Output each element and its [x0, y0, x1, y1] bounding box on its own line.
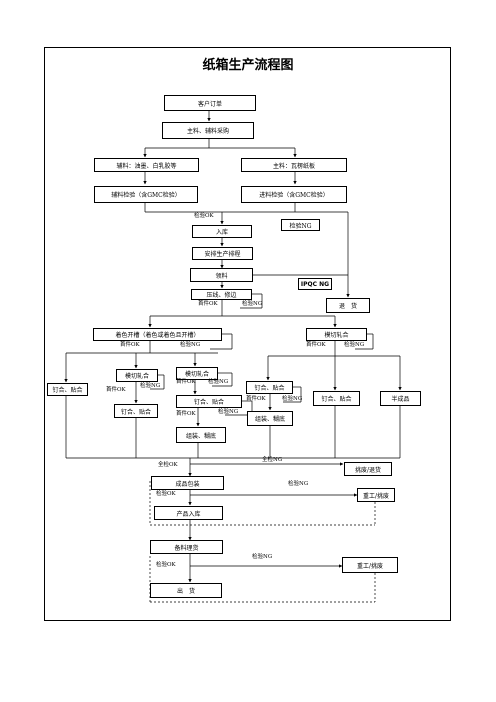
label-ng: 检验NG	[242, 301, 263, 307]
node-nail-right2: 钉合、贴合	[313, 391, 360, 406]
label-ng: 检验NG	[218, 409, 239, 415]
node-rework2: 重工/挑废	[342, 557, 398, 573]
label-ng: 检验NG	[208, 379, 229, 385]
node-main-inspect: 进料检验（含GMC检验）	[241, 186, 347, 203]
label-first-ok: 首件OK	[306, 342, 326, 348]
node-die-cut-right: 模切轧合	[306, 328, 367, 341]
node-assemble-right: 组装、糊底	[247, 411, 293, 426]
node-semi-finished: 半成品	[380, 391, 421, 406]
label-ng: 检验NG	[252, 554, 273, 560]
node-ipqc-ng: IPQC NG	[298, 278, 332, 290]
node-pick-return: 挑废/退货	[344, 462, 392, 476]
node-press: 压线、修边	[191, 289, 252, 300]
label-full-ok: 全检OK	[158, 462, 178, 468]
label-full-ng: 全检NG	[262, 457, 283, 463]
label-first-ok: 首件OK	[246, 396, 266, 402]
label-first-ok: 首件OK	[106, 387, 126, 393]
label-ng: 检验NG	[344, 342, 365, 348]
label-inspect-ok: 检验OK	[156, 491, 176, 497]
node-die-cut-mid: 模切轧合	[176, 367, 218, 380]
label-inspect-ok: 检验OK	[156, 562, 176, 568]
label-ng: 检验NG	[140, 383, 161, 389]
label-ng: 检验NG	[288, 481, 309, 487]
node-nail-mid: 钉合、贴合	[176, 395, 242, 408]
node-store: 产品入库	[154, 506, 223, 520]
node-assemble-mid: 组装、糊底	[176, 427, 226, 443]
node-inspect-ng: 检验NG	[281, 219, 320, 231]
node-ship: 出 货	[150, 583, 222, 598]
node-main-material: 主料：瓦楞纸板	[241, 158, 347, 172]
node-nail-right: 钉合、贴合	[246, 381, 293, 394]
node-pack: 成品包装	[151, 476, 224, 490]
node-return: 退 货	[326, 298, 370, 313]
node-warehouse-in: 入库	[192, 225, 252, 238]
label-first-ok: 首件OK	[176, 379, 196, 385]
node-nail-left: 钉合、贴合	[47, 383, 88, 396]
label-inspect-ok: 检验OK	[194, 213, 214, 219]
node-prepare: 备料理货	[150, 540, 223, 554]
node-customer-order: 客户订单	[164, 95, 256, 111]
node-purchase: 主料、辅料采购	[162, 122, 254, 139]
page-title: 纸箱生产流程图	[202, 58, 294, 73]
node-die-cut-left: 模切轧合	[116, 369, 158, 382]
node-issue: 领料	[190, 268, 253, 282]
label-first-ok: 首件OK	[120, 342, 140, 348]
node-aux-inspect: 辅料检验（含GMC检验）	[94, 186, 198, 203]
node-rework1: 重工/挑废	[357, 488, 395, 502]
label-ng: 检验NG	[282, 396, 303, 402]
label-first-ok: 首件OK	[198, 301, 218, 307]
node-nail-left2: 钉合、贴合	[114, 404, 158, 418]
diagram-frame	[44, 47, 451, 621]
label-first-ok: 首件OK	[176, 411, 196, 417]
node-aux-material: 辅料：油墨、白乳胶等	[94, 158, 199, 172]
node-schedule: 安排生产排程	[192, 247, 253, 260]
node-print-slot: 着色开槽（着色或着色且开槽）	[93, 328, 222, 341]
label-ng: 检验NG	[180, 342, 201, 348]
